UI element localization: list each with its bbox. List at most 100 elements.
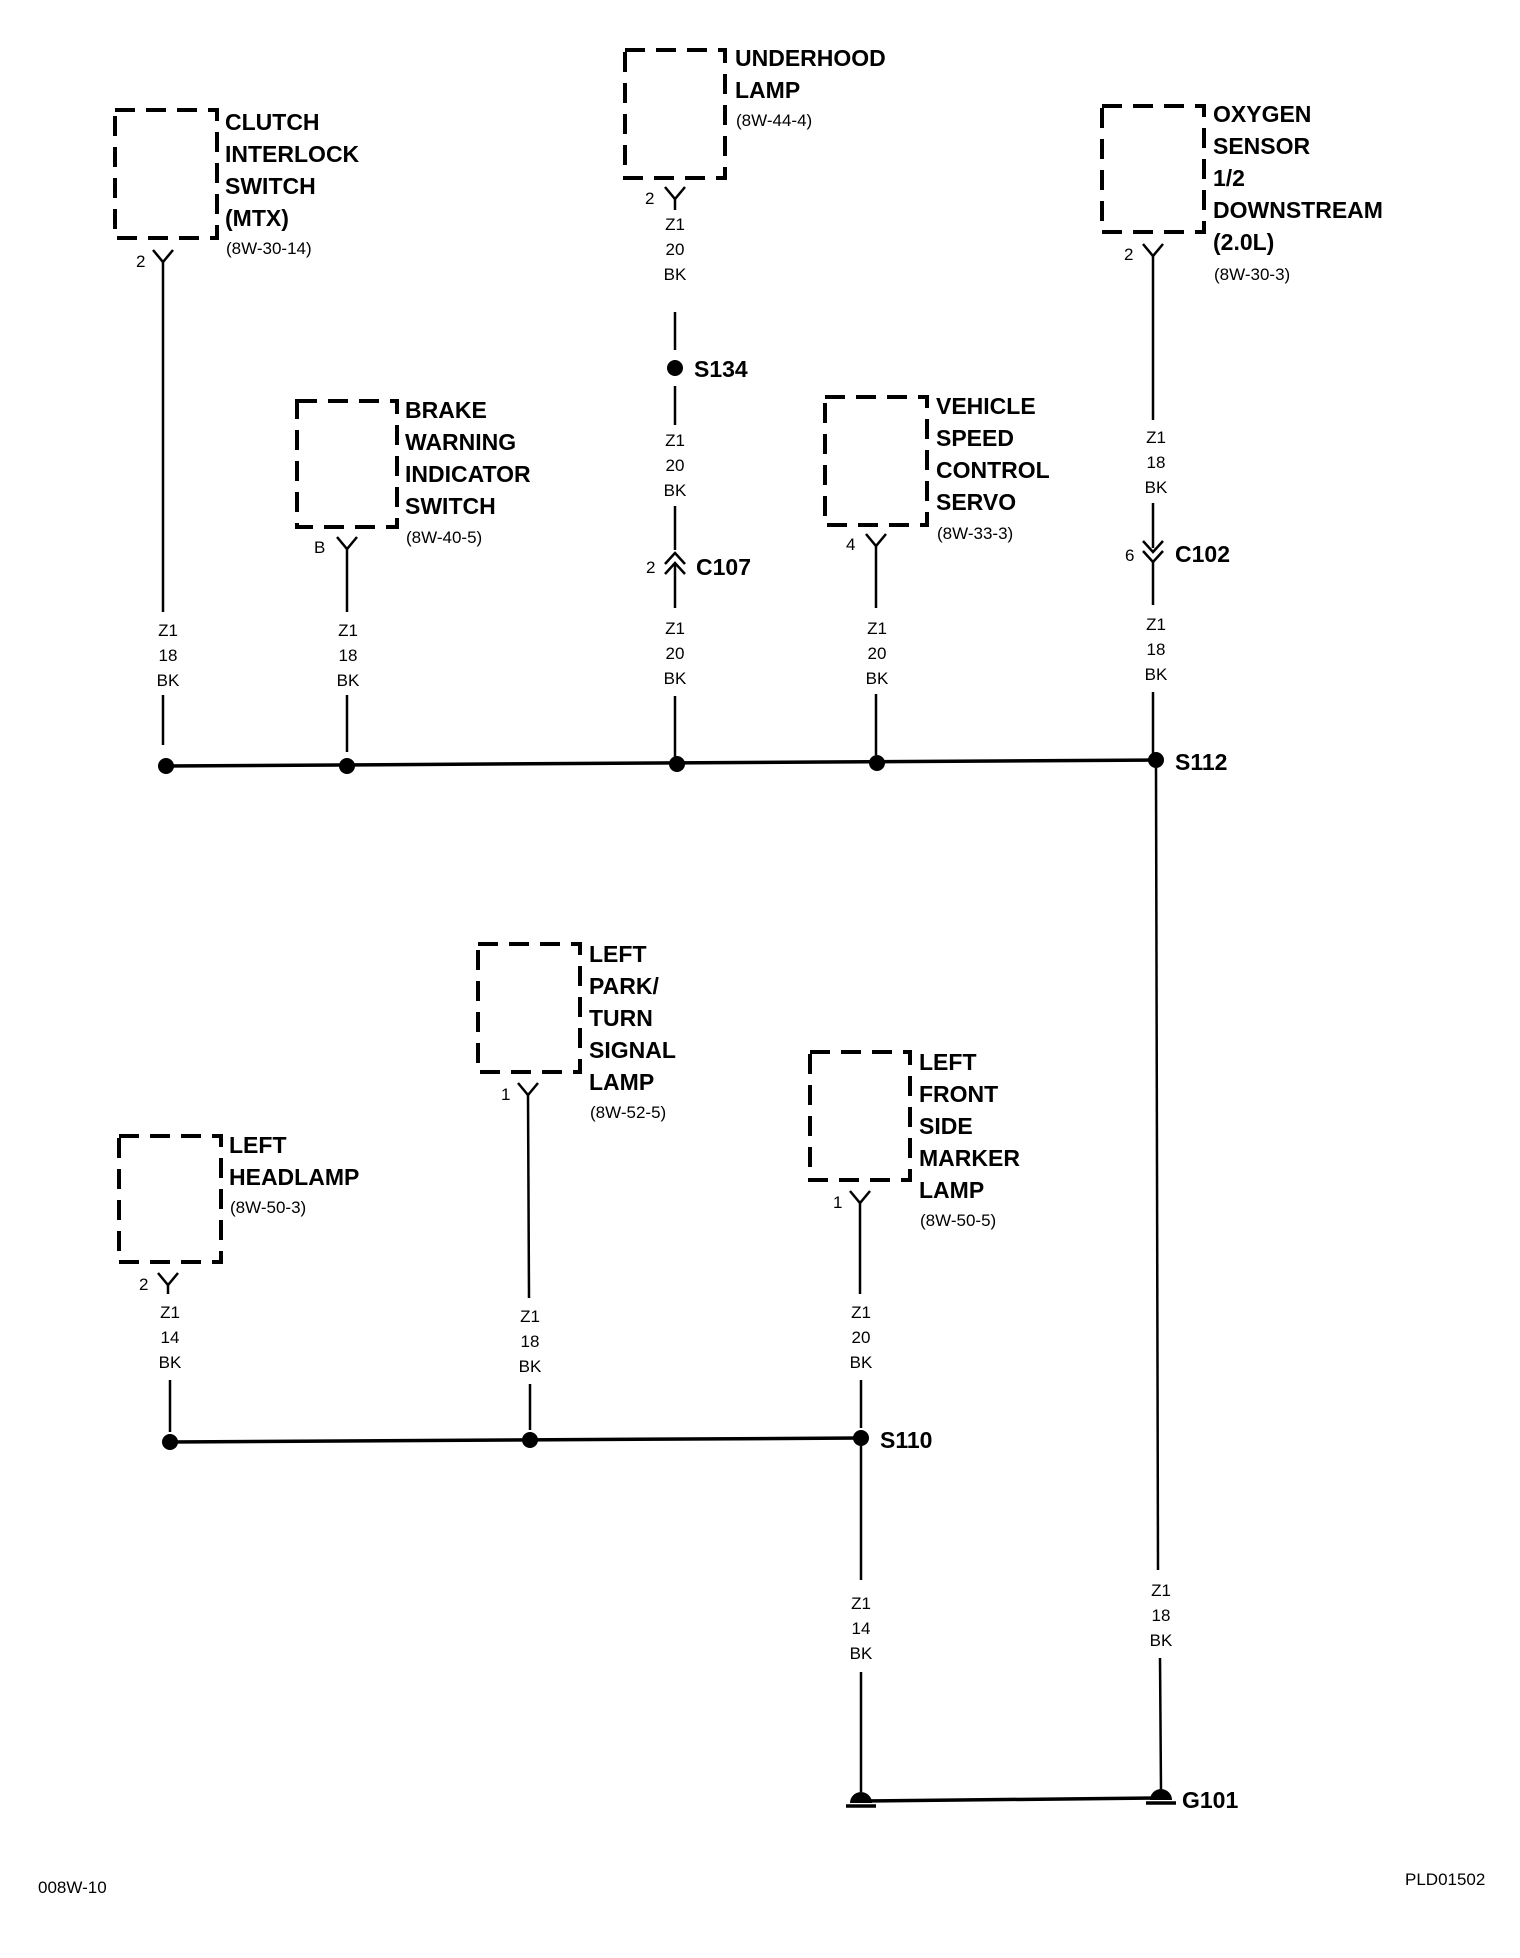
splice-s110-dot xyxy=(853,1430,869,1446)
park-turn-lamp-box xyxy=(476,942,582,1074)
splice-s112-dot xyxy=(1148,752,1164,768)
brake-switch-terminal xyxy=(336,536,358,551)
headlamp-wire-color: BK xyxy=(159,1353,182,1372)
headlamp-label-1: LEFT xyxy=(229,1132,287,1158)
connector-c102-label: C102 xyxy=(1175,541,1230,567)
clutch-switch-ref: (8W-30-14) xyxy=(226,239,312,258)
s110-ground-wire-color: BK xyxy=(850,1644,873,1663)
oxygen-sensor-label-2: SENSOR xyxy=(1213,133,1311,159)
splice-s112-label: S112 xyxy=(1175,749,1227,775)
park-turn-wire-circuit: Z1 xyxy=(520,1307,540,1326)
ground-g101-label: G101 xyxy=(1182,1787,1238,1813)
park-turn-wire-gauge: 18 xyxy=(521,1332,540,1351)
bus-junction-clutch xyxy=(158,758,174,774)
underhood-upper-wire-circuit: Z1 xyxy=(665,215,685,234)
headlamp-label-2: HEADLAMP xyxy=(229,1164,359,1190)
underhood-mid-wire-circuit: Z1 xyxy=(665,431,685,450)
connector-c107-pin: 2 xyxy=(646,558,655,577)
underhood-lower-wire-color: BK xyxy=(664,669,687,688)
upper-bus-line xyxy=(165,758,1157,768)
servo-terminal xyxy=(865,533,887,548)
clutch-wire-gauge: 18 xyxy=(159,646,178,665)
servo-label-3: CONTROL xyxy=(936,457,1050,483)
clutch-switch-label-1: CLUTCH xyxy=(225,109,320,135)
oxygen-sensor-label-1: OXYGEN xyxy=(1213,101,1311,127)
oxygen-lower-wire-circuit: Z1 xyxy=(1146,615,1166,634)
underhood-mid-wire-color: BK xyxy=(664,481,687,500)
underhood-lower-wire-gauge: 20 xyxy=(666,644,685,663)
connector-c107: 2 C107 Z1 20 BK xyxy=(646,551,751,757)
s110-ground-wire: Z1 14 BK xyxy=(850,1446,873,1792)
servo-label-2: SPEED xyxy=(936,425,1014,451)
servo-wire-circuit: Z1 xyxy=(867,619,887,638)
side-marker-wire-gauge: 20 xyxy=(852,1328,871,1347)
brake-wire-color: BK xyxy=(337,671,360,690)
servo-label-4: SERVO xyxy=(936,489,1016,515)
vehicle-speed-control-servo: VEHICLE SPEED CONTROL SERVO (8W-33-3) 4 … xyxy=(823,393,1050,755)
clutch-switch-label-2: INTERLOCK xyxy=(225,141,360,167)
s112-ground-wire-color: BK xyxy=(1150,1631,1173,1650)
brake-switch-label-4: SWITCH xyxy=(405,493,496,519)
side-marker-wire-circuit: Z1 xyxy=(851,1303,871,1322)
lower-bus-line xyxy=(169,1436,862,1444)
headlamp-terminal xyxy=(157,1272,179,1287)
underhood-lamp: UNDERHOOD LAMP (8W-44-4) 2 Z1 20 BK xyxy=(623,45,886,350)
servo-label-1: VEHICLE xyxy=(936,393,1036,419)
clutch-switch-pin: 2 xyxy=(136,252,145,271)
underhood-lamp-terminal xyxy=(664,186,686,201)
underhood-lamp-pin: 2 xyxy=(645,189,654,208)
servo-wire-gauge: 20 xyxy=(868,644,887,663)
clutch-switch-label-4: (MTX) xyxy=(225,205,289,231)
brake-switch-pin: B xyxy=(314,538,325,557)
headlamp-box xyxy=(117,1134,223,1264)
park-turn-lamp-label-5: LAMP xyxy=(589,1069,654,1095)
oxygen-sensor-label-5: (2.0L) xyxy=(1213,229,1274,255)
side-marker-lamp-label-3: SIDE xyxy=(919,1113,973,1139)
servo-box xyxy=(823,395,929,527)
footer-page-code: 008W-10 xyxy=(38,1878,107,1897)
connector-c102-symbol-upper xyxy=(1142,540,1164,554)
clutch-interlock-switch: CLUTCH INTERLOCK SWITCH (MTX) (8W-30-14)… xyxy=(113,108,360,745)
s110-ground-wire-gauge: 14 xyxy=(852,1619,871,1638)
servo-ref: (8W-33-3) xyxy=(937,524,1013,543)
side-marker-lamp-label-4: MARKER xyxy=(919,1145,1020,1171)
side-marker-lamp-label-1: LEFT xyxy=(919,1049,977,1075)
ground-symbol-left xyxy=(850,1792,872,1803)
left-headlamp: LEFT HEADLAMP (8W-50-3) 2 Z1 14 BK xyxy=(117,1132,359,1432)
brake-switch-label-3: INDICATOR xyxy=(405,461,531,487)
oxygen-sensor: OXYGEN SENSOR 1/2 DOWNSTREAM (2.0L) (8W-… xyxy=(1100,101,1383,548)
side-marker-lamp-label-5: LAMP xyxy=(919,1177,984,1203)
clutch-switch-box xyxy=(113,108,219,240)
splice-s134-label: S134 xyxy=(694,356,748,382)
oxygen-sensor-label-4: DOWNSTREAM xyxy=(1213,197,1383,223)
upper-ground-bus: S112 xyxy=(158,749,1227,775)
s112-ground-wire-gauge: 18 xyxy=(1152,1606,1171,1625)
oxygen-sensor-label-3: 1/2 xyxy=(1213,165,1245,191)
s110-ground-wire-circuit: Z1 xyxy=(851,1594,871,1613)
park-turn-lamp-pin: 1 xyxy=(501,1085,510,1104)
oxygen-lower-wire-gauge: 18 xyxy=(1147,640,1166,659)
bus-junction-underhood xyxy=(669,756,685,772)
park-turn-lamp-terminal xyxy=(517,1082,539,1097)
bus-junction-park-turn xyxy=(522,1432,538,1448)
connector-c107-label: C107 xyxy=(696,554,751,580)
brake-switch-label-1: BRAKE xyxy=(405,397,487,423)
bus-junction-headlamp xyxy=(162,1434,178,1450)
side-marker-lamp-box xyxy=(808,1050,912,1182)
splice-s134-dot xyxy=(667,360,683,376)
brake-warning-indicator-switch: BRAKE WARNING INDICATOR SWITCH (8W-40-5)… xyxy=(295,397,531,752)
brake-switch-label-2: WARNING xyxy=(405,429,516,455)
s112-ground-wire: Z1 18 BK xyxy=(1150,767,1173,1791)
underhood-lamp-label-2: LAMP xyxy=(735,77,800,103)
underhood-mid-wire-gauge: 20 xyxy=(666,456,685,475)
brake-wire-circuit: Z1 xyxy=(338,621,358,640)
headlamp-pin: 2 xyxy=(139,1275,148,1294)
clutch-switch-terminal xyxy=(152,249,174,264)
connector-c107-symbol-upper xyxy=(664,551,686,565)
brake-switch-ref: (8W-40-5) xyxy=(406,528,482,547)
s112-ground-wire-circuit: Z1 xyxy=(1151,1581,1171,1600)
oxygen-sensor-pin: 2 xyxy=(1124,245,1133,264)
underhood-lower-wire-circuit: Z1 xyxy=(665,619,685,638)
connector-c102: 6 C102 Z1 18 BK xyxy=(1125,540,1230,756)
bus-junction-brake xyxy=(339,758,355,774)
